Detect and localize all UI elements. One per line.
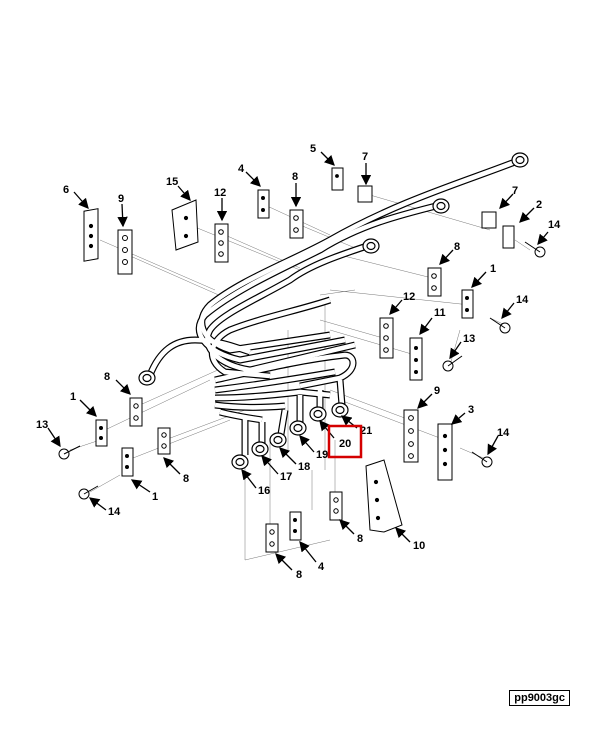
callout-16: 16 [258, 485, 270, 497]
callout-19: 19 [316, 449, 328, 461]
callout-7-right: 7 [512, 185, 518, 197]
callout-2: 2 [536, 199, 542, 211]
clamps-and-brackets [83, 167, 515, 553]
figure-reference-label: pp9003gc [509, 690, 570, 706]
callout-1-lower: 1 [152, 491, 158, 503]
fuel-line-bundle [146, 156, 522, 455]
callout-14-left: 14 [108, 506, 121, 518]
callout-9-left: 9 [118, 193, 124, 205]
callout-4-bottom: 4 [318, 561, 325, 573]
callout-arrows [47, 151, 549, 571]
callout-12-top: 12 [214, 187, 226, 199]
callout-17: 17 [280, 471, 292, 483]
callout-14-top: 14 [548, 219, 561, 231]
callout-1-right: 1 [490, 263, 496, 275]
callout-8-bottom: 8 [357, 533, 363, 545]
callout-3: 3 [468, 404, 474, 416]
bolts [58, 241, 546, 500]
callout-1-left: 1 [70, 391, 76, 403]
callout-8-lower-left: 8 [183, 473, 189, 485]
callout-8-right: 8 [454, 241, 460, 253]
callout-8-bottom-left: 8 [296, 569, 302, 581]
callout-6: 6 [63, 184, 69, 196]
callout-15: 15 [166, 176, 178, 188]
fittings [138, 152, 529, 470]
callout-14-mid: 14 [516, 294, 529, 306]
callout-12-right: 12 [403, 291, 415, 303]
callout-18: 18 [298, 461, 310, 473]
callout-20: 20 [339, 438, 351, 450]
callout-13-left: 13 [36, 419, 48, 431]
callout-8-top: 8 [292, 171, 298, 183]
callout-4-top: 4 [238, 163, 245, 175]
callout-labels: 1 1 1 2 3 4 4 5 6 7 7 8 8 8 8 8 8 9 9 10… [36, 143, 561, 581]
callout-7-top: 7 [362, 151, 368, 163]
callout-20-highlight [327, 424, 363, 459]
callout-8-left: 8 [104, 371, 110, 383]
callout-9-right: 9 [434, 385, 440, 397]
callout-14-right: 14 [497, 427, 510, 439]
callout-5: 5 [310, 143, 316, 155]
callout-11: 11 [434, 307, 446, 319]
callout-13-right: 13 [463, 333, 475, 345]
callout-10: 10 [413, 540, 425, 552]
callout-21: 21 [360, 425, 372, 437]
